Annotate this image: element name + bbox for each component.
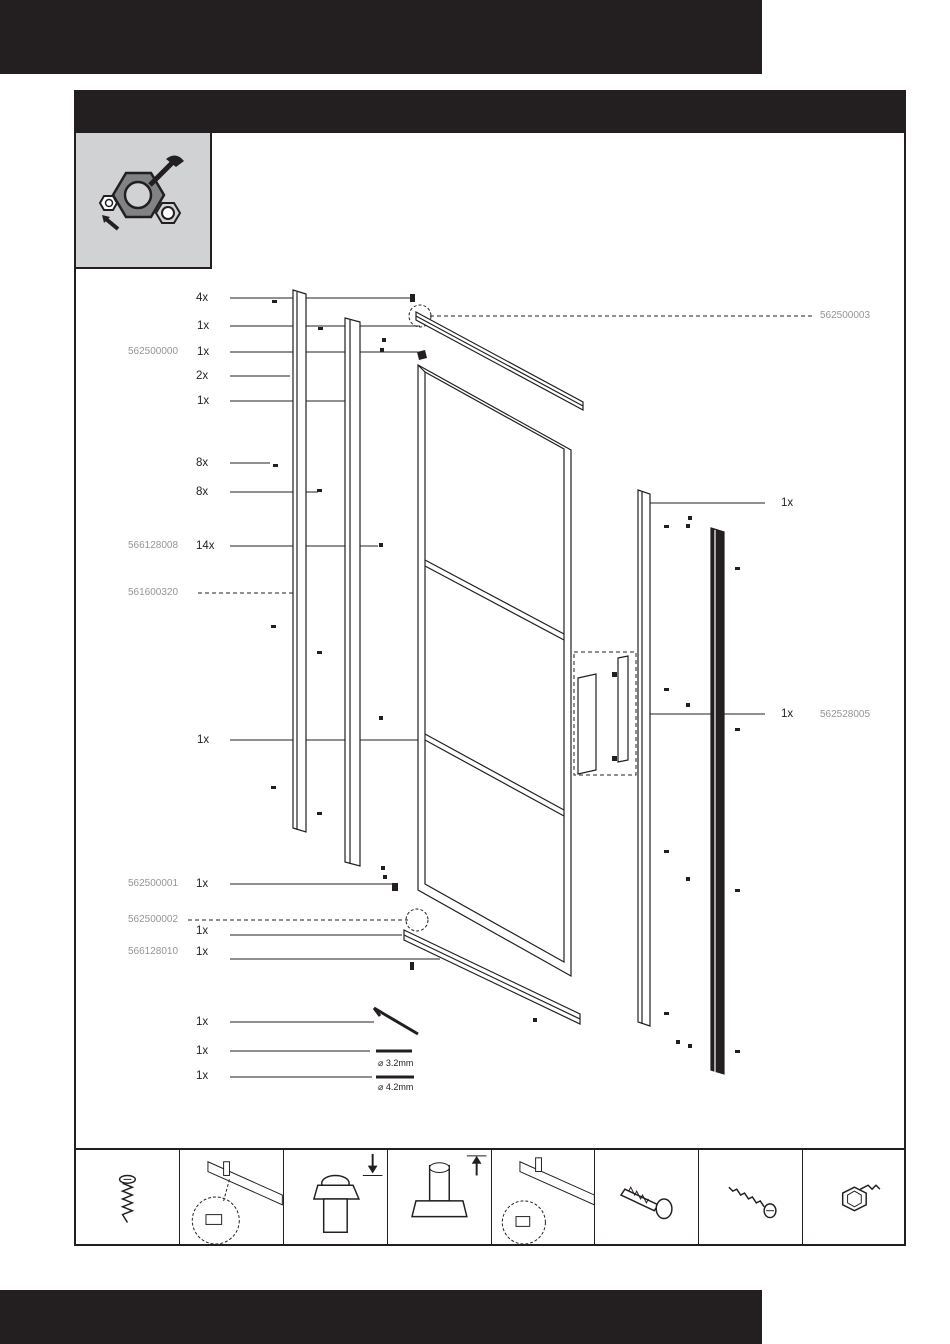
rail-pin-icon — [492, 1150, 595, 1244]
hex-screw-icon — [803, 1150, 906, 1244]
parts-detail-strip — [76, 1148, 906, 1244]
qty-label: 1x — [196, 924, 208, 938]
rail-clip-icon — [180, 1150, 283, 1244]
qty-label: 1x — [197, 319, 209, 333]
qty-label: 1x — [781, 707, 793, 721]
drill-size: ⌀ 3.2mm — [378, 1058, 413, 1069]
part-code: 562500003 — [820, 309, 870, 323]
press-down-icon — [284, 1150, 387, 1244]
qty-label: 1x — [196, 1044, 208, 1058]
part-code: 561600320 — [128, 586, 178, 600]
detail-cell — [803, 1150, 906, 1244]
wall-plug-icon — [595, 1150, 698, 1244]
qty-label: 1x — [196, 945, 208, 959]
detail-cell — [284, 1150, 388, 1244]
qty-label: 1x — [197, 394, 209, 408]
detail-cell — [180, 1150, 284, 1244]
qty-label: 1x — [196, 877, 208, 891]
qty-label: 8x — [196, 485, 208, 499]
detail-cell — [595, 1150, 699, 1244]
part-code: 562500000 — [128, 345, 178, 359]
detail-cell — [388, 1150, 492, 1244]
pull-up-icon — [388, 1150, 491, 1244]
part-code: 566128010 — [128, 945, 178, 959]
qty-label: 1x — [197, 733, 209, 747]
detail-cell — [699, 1150, 803, 1244]
qty-label: 2x — [196, 369, 208, 383]
qty-label: 1x — [197, 345, 209, 359]
qty-label: 1x — [196, 1069, 208, 1083]
qty-label: 1x — [196, 1015, 208, 1029]
qty-label: 8x — [196, 456, 208, 470]
drill-size: ⌀ 4.2mm — [378, 1082, 413, 1093]
part-code: 562500002 — [128, 913, 178, 927]
qty-label: 1x — [781, 496, 793, 510]
wood-screw-icon — [699, 1150, 802, 1244]
screw-icon — [76, 1150, 179, 1244]
qty-label: 4x — [196, 291, 208, 305]
part-code: 562528005 — [820, 708, 870, 722]
detail-cell — [492, 1150, 596, 1244]
qty-label: 14x — [196, 539, 215, 553]
footer-band — [0, 1290, 762, 1344]
part-code: 566128008 — [128, 539, 178, 553]
detail-cell — [76, 1150, 180, 1244]
part-code: 562500001 — [128, 877, 178, 891]
